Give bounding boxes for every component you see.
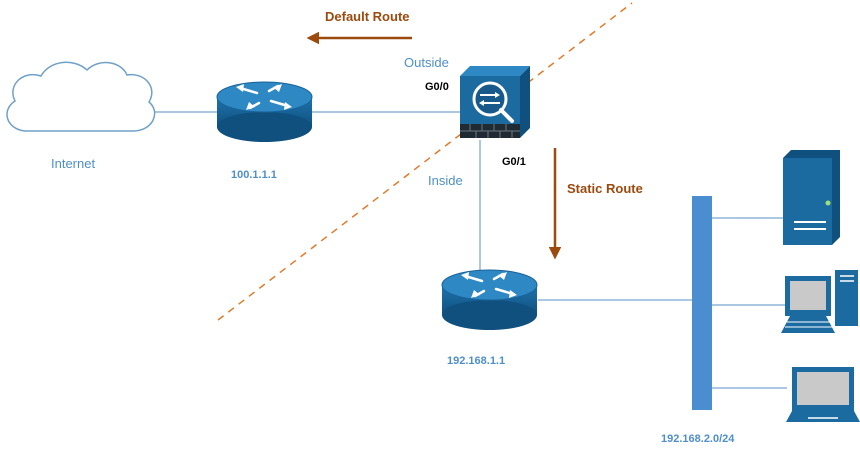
interface-g01-label: G0/1 — [502, 156, 526, 168]
laptop-icon — [786, 367, 860, 422]
lan-switch-bar — [692, 196, 712, 410]
outside-router-ip-label: 100.1.1.1 — [231, 169, 277, 181]
inside-router-ip-label: 192.168.1.1 — [447, 355, 505, 367]
outside-zone-label: Outside — [404, 55, 449, 70]
firewall-icon — [460, 66, 530, 138]
router-icon-outside — [216, 81, 313, 142]
security-boundary-line — [217, 2, 633, 321]
static-route-label: Static Route — [567, 181, 643, 196]
server-icon — [783, 150, 840, 245]
connections — [155, 111, 787, 389]
internet-label: Internet — [51, 156, 95, 171]
lan-subnet-label: 192.168.2.0/24 — [661, 433, 735, 445]
default-route-label: Default Route — [325, 9, 410, 24]
inside-zone-label: Inside — [428, 173, 463, 188]
desktop-computer-icon — [781, 270, 858, 333]
internet-cloud-icon — [6, 61, 156, 132]
router-icon-inside — [441, 269, 538, 330]
interface-g00-label: G0/0 — [425, 81, 449, 93]
